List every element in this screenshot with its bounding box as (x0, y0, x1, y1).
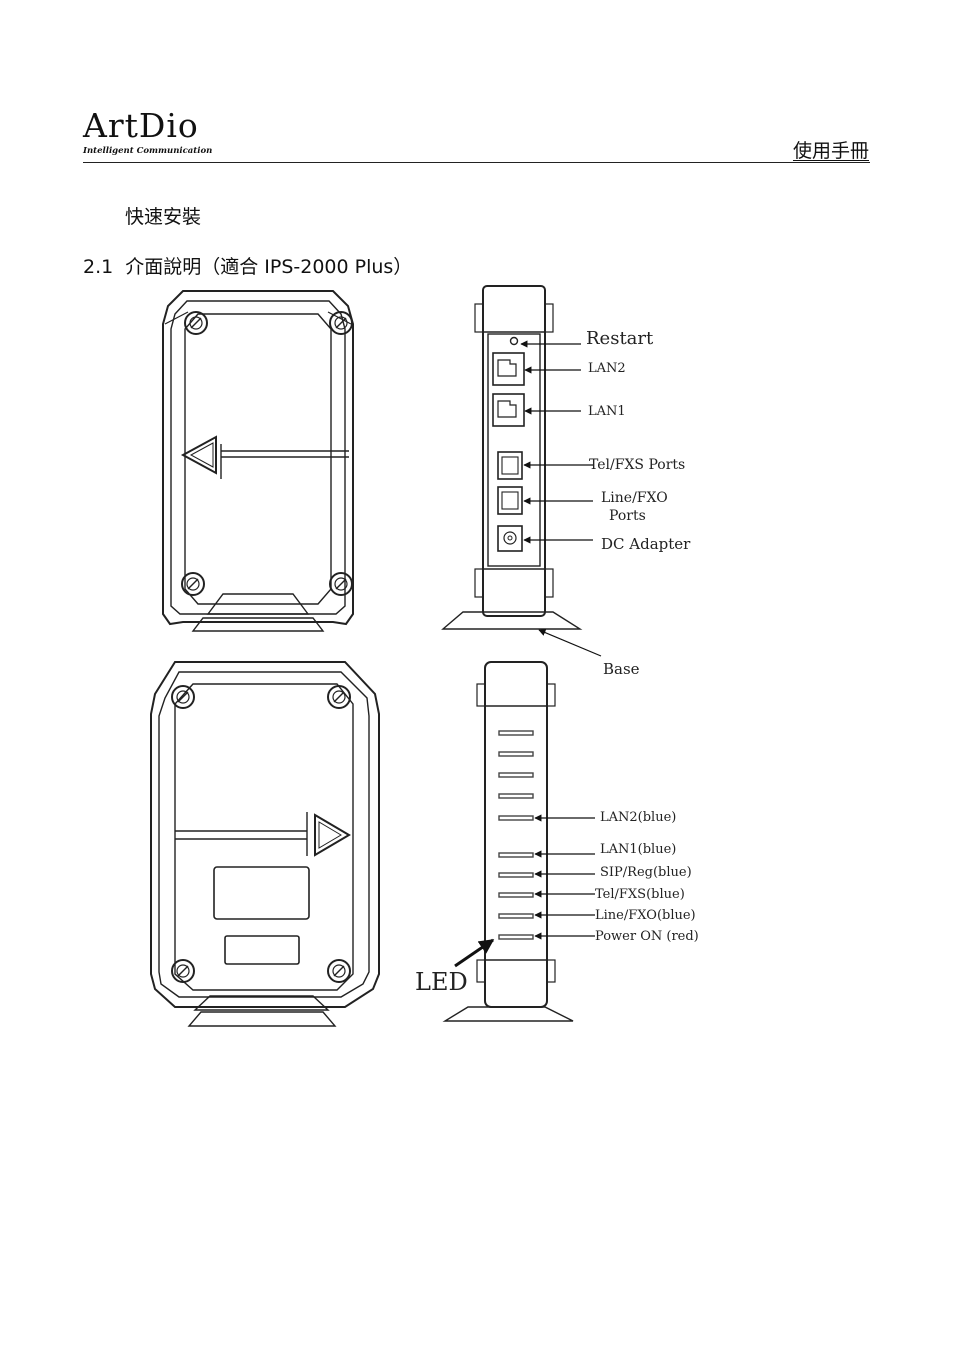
logo-wordmark: ArtDio (83, 106, 199, 145)
section-quick-install: 快速安裝 (125, 206, 202, 228)
device-front-view (150, 661, 380, 1027)
logo-tagline: Intelligent Communication (83, 146, 213, 156)
section-number: 2.1 (83, 256, 114, 278)
led-slots (498, 730, 534, 940)
led-callouts (454, 814, 595, 968)
label-restart: Restart (586, 328, 654, 349)
label-led-power: Power ON (red) (595, 929, 699, 944)
manual-label: 使用手冊 (792, 140, 869, 162)
label-lan2: LAN2 (588, 361, 626, 376)
label-base: Base (603, 660, 640, 678)
device-side-view (441, 285, 583, 630)
device-led-view (442, 661, 574, 1022)
label-line-fxo-ports: Ports (609, 508, 646, 524)
label-lan1: LAN1 (588, 404, 626, 419)
artdio-logo: ArtDio Intelligent Communication (83, 108, 223, 158)
section-interface-heading: 2.1 介面說明（適合 IPS-2000 Plus） (83, 256, 412, 278)
device-back-view (162, 290, 354, 632)
label-led-tel: Tel/FXS(blue) (595, 887, 685, 902)
label-led: LED (415, 968, 468, 996)
label-led-lan2: LAN2(blue) (600, 810, 676, 825)
header-rule (83, 162, 870, 163)
device-diagram: Restart LAN2 LAN1 Tel/FXS Ports Line/FXO… (83, 284, 733, 1046)
label-led-lan1: LAN1(blue) (600, 842, 676, 857)
side-callouts (520, 340, 602, 657)
label-dc-adapter: DC Adapter (601, 535, 691, 553)
label-led-sip: SIP/Reg(blue) (600, 865, 692, 880)
section-title: 介面說明（適合 IPS-2000 Plus） (125, 256, 413, 278)
label-tel-fxs: Tel/FXS Ports (589, 457, 685, 473)
label-led-line: Line/FXO(blue) (595, 908, 696, 923)
label-line-fxo: Line/FXO (601, 490, 668, 506)
